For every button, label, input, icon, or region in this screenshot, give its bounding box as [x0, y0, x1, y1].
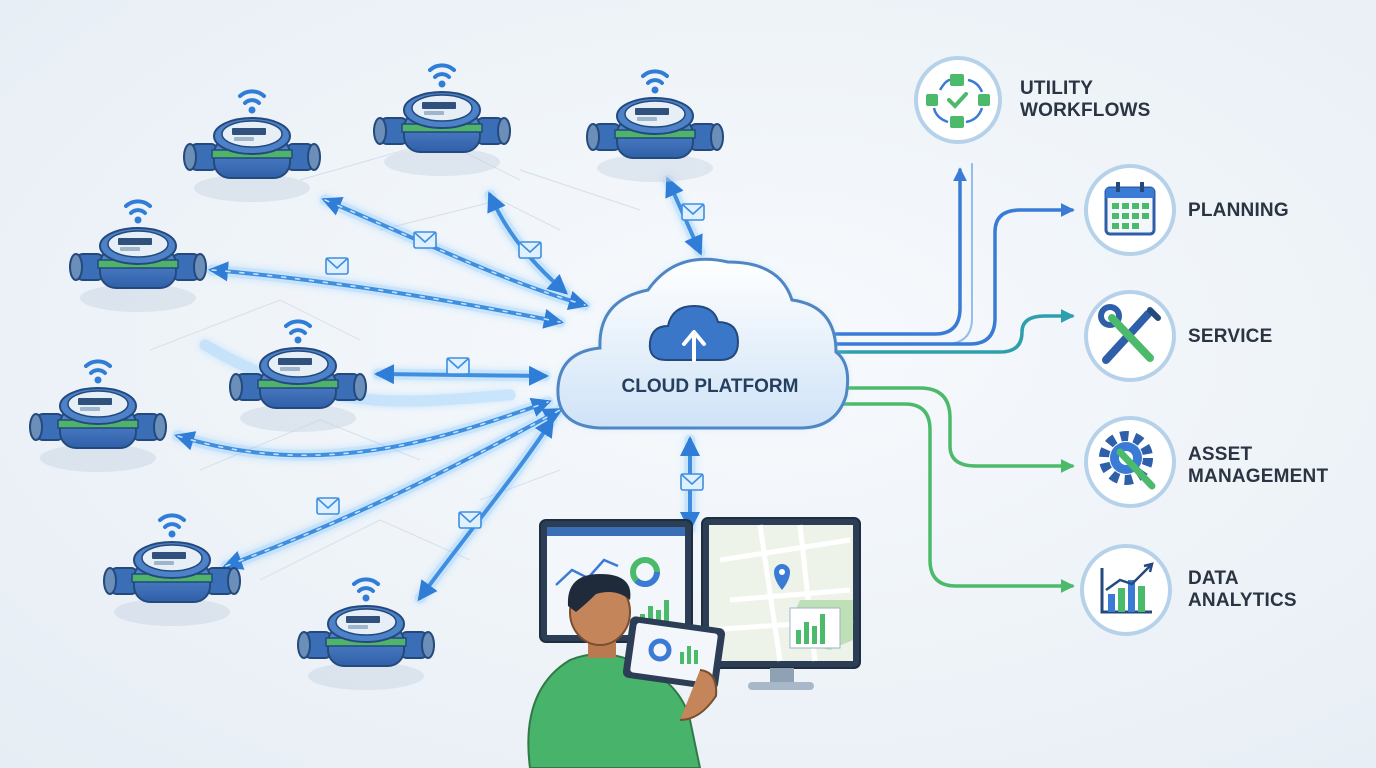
cloud-platform — [556, 257, 850, 430]
operator-workstation — [527, 517, 861, 768]
utility-workflows-label: UTILITY WORKFLOWS — [1020, 78, 1151, 122]
planning-label: PLANNING — [1188, 200, 1289, 221]
water-meter-icon — [102, 513, 242, 628]
calendar-icon — [1084, 164, 1176, 256]
meter-cloud-links — [172, 174, 706, 604]
envelope-icon — [446, 357, 470, 375]
data-analytics-label: DATA ANALYTICS — [1188, 568, 1297, 612]
cloud-platform-label: CLOUD PLATFORM — [621, 376, 799, 397]
water-meter-icon — [296, 577, 436, 692]
output-links — [818, 163, 1075, 593]
link-meter-6 — [374, 364, 549, 386]
water-meter-icon — [372, 63, 512, 178]
utility-workflows-line1: UTILITY — [1020, 78, 1094, 99]
workflow-cycle-icon — [914, 56, 1002, 144]
link-meter-9 — [417, 416, 555, 602]
envelope-icon — [413, 231, 437, 249]
envelope-icon — [458, 511, 482, 529]
wrench-screwdriver-icon — [1084, 290, 1176, 382]
person-with-tablet — [527, 574, 726, 768]
asset-management-label: ASSET MANAGEMENT — [1188, 444, 1328, 488]
water-meter-icon — [28, 359, 168, 474]
water-meter-icon — [228, 319, 368, 434]
water-meter-icon — [68, 199, 208, 314]
envelope-icon — [325, 257, 349, 275]
gear-wrench-icon — [1084, 416, 1176, 508]
envelope-icon — [681, 203, 705, 221]
envelope-icon — [316, 497, 340, 515]
asset-management-line2: MANAGEMENT — [1188, 466, 1329, 487]
monitor-map — [701, 517, 861, 690]
service-label: SERVICE — [1188, 326, 1273, 347]
map-pin-icon — [774, 564, 790, 590]
data-analytics-line2: ANALYTICS — [1188, 590, 1297, 611]
bar-chart-icon — [1080, 544, 1172, 636]
output-icons — [914, 56, 1176, 636]
water-meter-icon — [585, 69, 725, 184]
asset-management-line1: ASSET — [1188, 444, 1253, 465]
water-meter-icon — [182, 89, 322, 204]
envelope-icon — [518, 241, 542, 259]
utility-workflows-line2: WORKFLOWS — [1020, 100, 1151, 121]
data-analytics-line1: DATA — [1188, 568, 1239, 589]
envelope-icon — [680, 473, 704, 491]
